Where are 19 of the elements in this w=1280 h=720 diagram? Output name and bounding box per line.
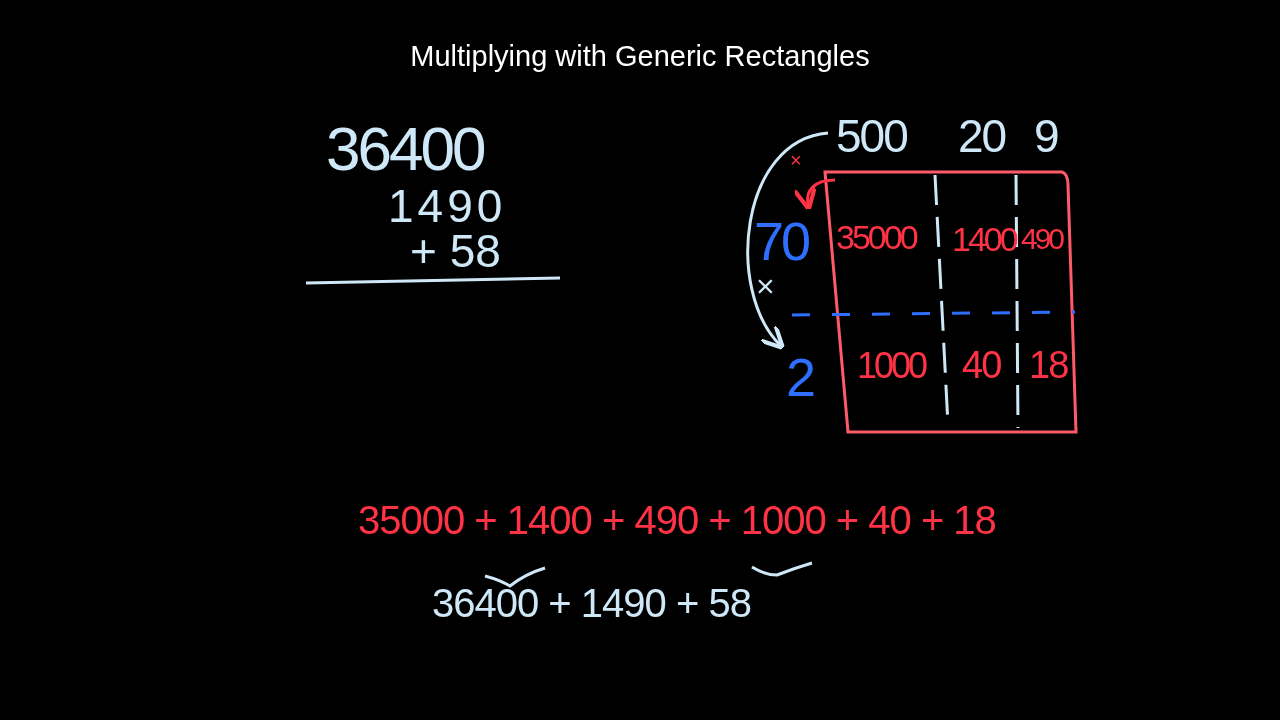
number-label: 36400: [326, 118, 484, 180]
number-label: 2: [786, 350, 817, 404]
number-label: 70: [754, 214, 809, 268]
number-label: 18: [1029, 346, 1068, 384]
number-label: 1400: [952, 222, 1016, 256]
number-label: 1490: [388, 183, 507, 229]
number-label: 20: [958, 113, 1006, 159]
number-label: 500: [836, 113, 907, 159]
number-label: 490: [1021, 224, 1063, 254]
multiplication-sign: ×: [756, 270, 775, 302]
number-label: + 58: [410, 228, 501, 274]
number-label: 9: [1034, 113, 1060, 159]
title-heading: Multiplying with Generic Rectangles: [410, 40, 870, 73]
number-label: 1000: [857, 348, 926, 384]
number-label: 35000: [836, 220, 916, 254]
number-label: 40: [962, 346, 1001, 384]
sum-expression: 36400 + 1490 + 58: [432, 583, 751, 623]
sum-expression: 35000 + 1400 + 490 + 1000 + 40 + 18: [358, 500, 996, 540]
multiplication-sign: ×: [790, 150, 802, 170]
